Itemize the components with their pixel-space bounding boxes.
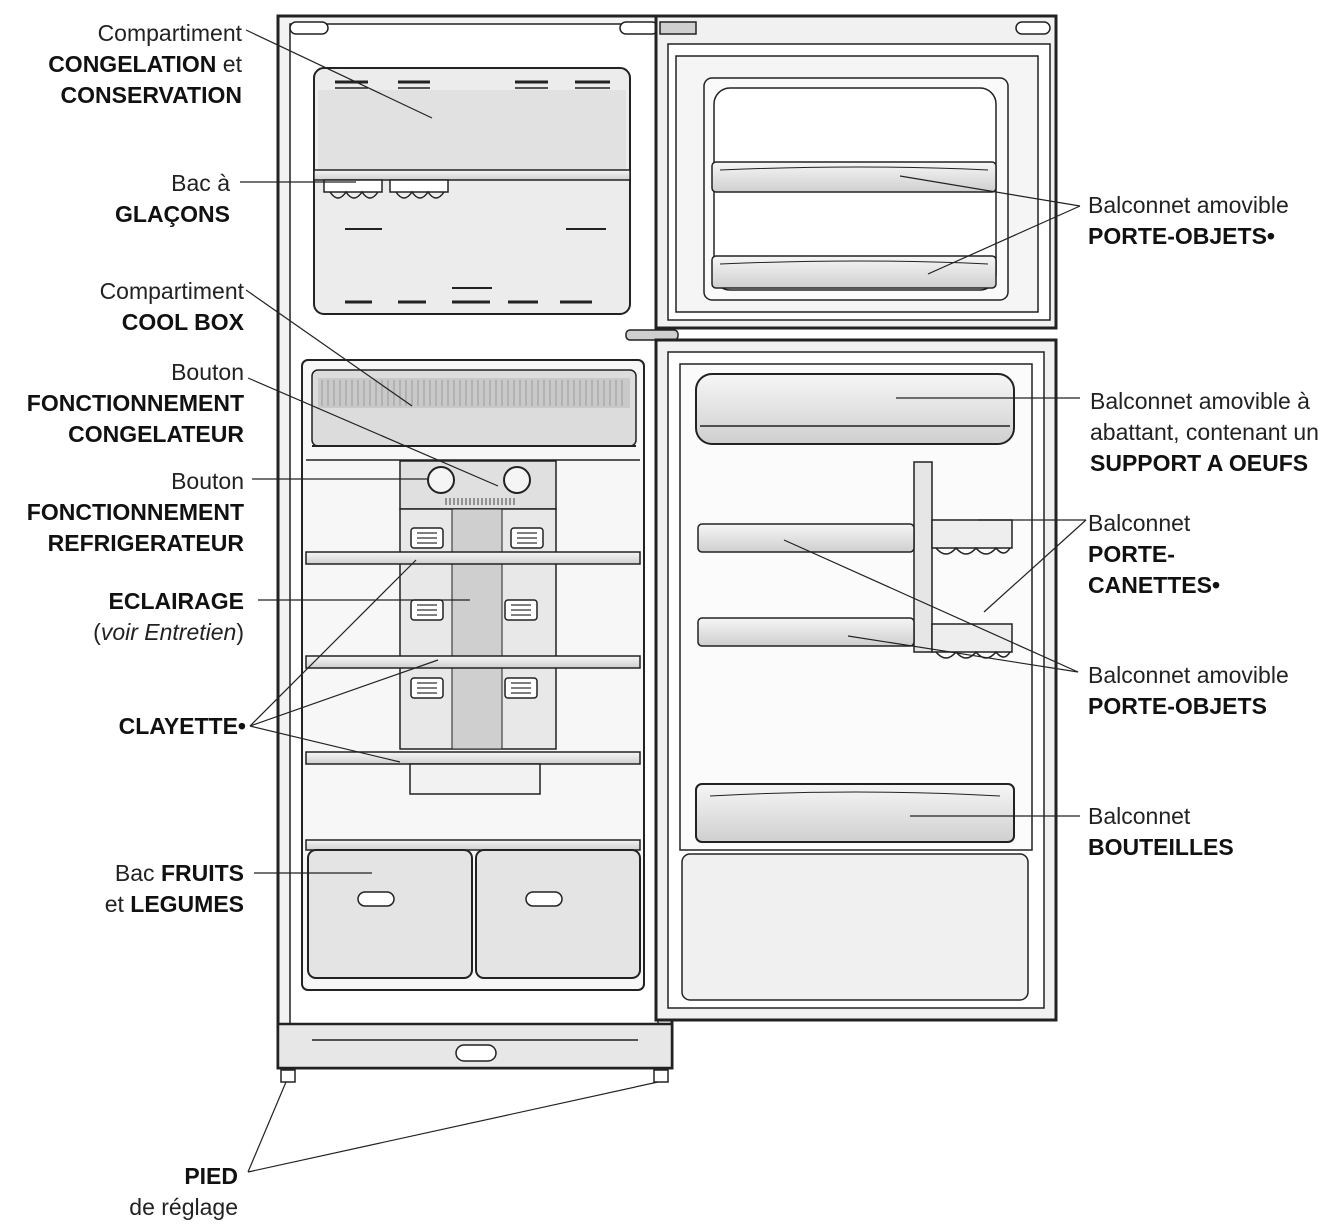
egg-balcony bbox=[695, 373, 1015, 445]
label-freezer-compartment: Compartiment CONGELATION et CONSERVATION bbox=[48, 20, 242, 108]
label-ice-tray: Bac à GLAÇONS bbox=[115, 170, 230, 227]
freezer-knob-icon bbox=[427, 466, 455, 494]
label-can-balcony: Balconnet PORTE- CANETTES• bbox=[1088, 510, 1221, 598]
shelf-2 bbox=[305, 655, 641, 669]
label-egg-balcony: Balconnet amovible à abattant, contenant… bbox=[1090, 388, 1319, 476]
label-door-balcony: Balconnet amovible PORTE-OBJETS bbox=[1088, 662, 1289, 719]
label-lighting: ECLAIRAGE (voir Entretien) bbox=[93, 588, 244, 645]
freezer-compartment bbox=[313, 67, 631, 315]
fridge-knob-icon bbox=[503, 466, 531, 494]
label-bottle-balcony: Balconnet BOUTEILLES bbox=[1088, 803, 1234, 860]
can-balcony bbox=[931, 519, 1013, 659]
door-balcony-1 bbox=[697, 523, 915, 553]
shelf-1 bbox=[305, 551, 641, 565]
door-balcony-2 bbox=[697, 617, 915, 647]
label-cool-box: Compartiment COOL BOX bbox=[99, 278, 244, 335]
freezer-door bbox=[654, 14, 1058, 330]
label-foot: PIED de réglage bbox=[129, 1163, 238, 1220]
label-crisper: Bac FRUITS et LEGUMES bbox=[104, 860, 244, 917]
label-freezer-knob: Bouton FONCTIONNEMENT CONGELATEUR bbox=[26, 359, 244, 447]
control-panel bbox=[399, 460, 557, 510]
ice-tray bbox=[323, 179, 449, 199]
label-fridge-knob: Bouton FONCTIONNEMENT REFRIGERATEUR bbox=[26, 468, 244, 556]
leader-lines bbox=[240, 29, 1087, 1173]
foot-right bbox=[653, 1069, 669, 1083]
bottle-balcony bbox=[695, 783, 1015, 843]
cool-box bbox=[311, 369, 637, 447]
crisper-drawer-left bbox=[307, 849, 473, 979]
label-freezer-door-balcony: Balconnet amovible PORTE-OBJETS• bbox=[1088, 192, 1289, 249]
crisper-drawer-right bbox=[475, 849, 641, 979]
foot-left bbox=[280, 1069, 296, 1083]
freezer-door-balcony-1 bbox=[711, 161, 997, 193]
freezer-door-balcony-2 bbox=[711, 255, 997, 289]
fridge-compartment bbox=[301, 359, 645, 991]
label-shelf: CLAYETTE• bbox=[118, 713, 246, 739]
shelf-3 bbox=[305, 751, 641, 795]
fridge-door bbox=[654, 338, 1058, 1022]
